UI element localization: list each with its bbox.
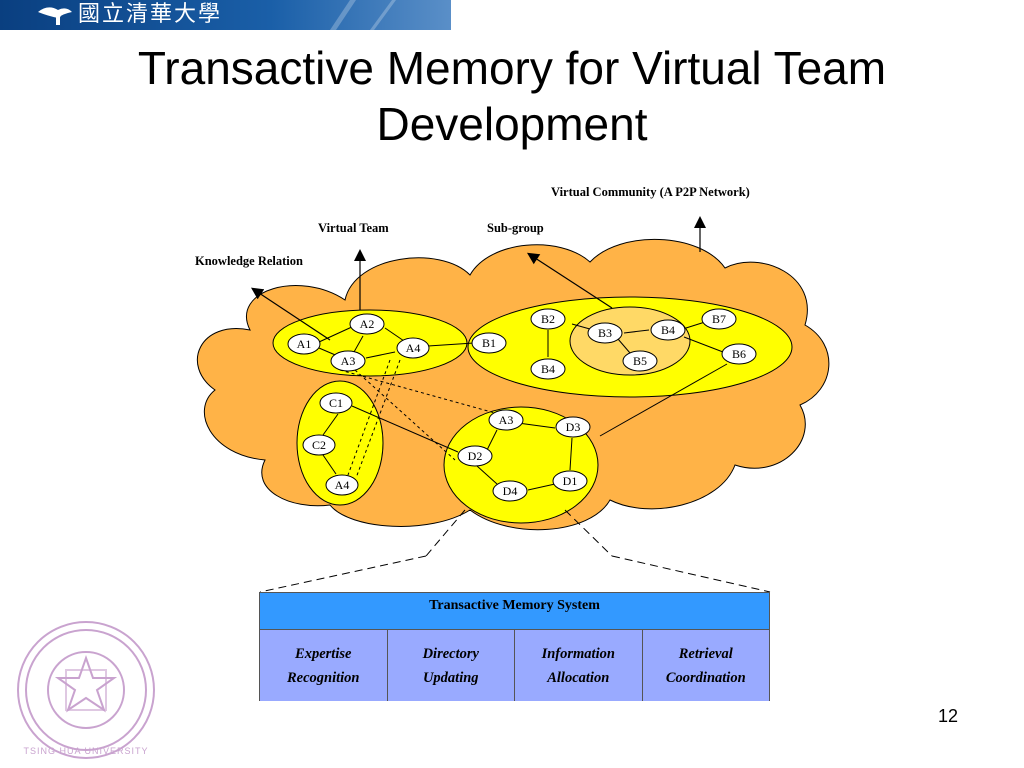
university-seal-icon: TSING HUA UNIVERSITY (17, 621, 155, 759)
sub-group-arrow (526, 252, 613, 309)
slide-title: Transactive Memory for Virtual Team Deve… (137, 42, 887, 150)
node-b1: B1 (471, 332, 507, 354)
svg-text:C1: C1 (329, 396, 343, 410)
svg-text:B7: B7 (712, 312, 726, 326)
node-a3: A3 (330, 350, 366, 372)
node-a4-c: A4 (325, 474, 359, 496)
tms-title: Transactive Memory System (260, 593, 769, 630)
group-c-ellipse (296, 380, 384, 506)
svg-text:B5: B5 (633, 354, 647, 368)
page-number: 12 (938, 706, 959, 726)
header-band: 國立清華大學 (0, 0, 451, 30)
node-c2: C2 (302, 434, 336, 456)
svg-text:A4: A4 (335, 478, 350, 492)
header-band-background (0, 0, 451, 30)
university-emblem-icon (38, 7, 72, 25)
svg-text:D4: D4 (503, 484, 518, 498)
node-d2: D2 (457, 445, 493, 467)
svg-text:C2: C2 (312, 438, 326, 452)
university-name: 國立清華大學 (78, 2, 223, 27)
node-b5: B5 (622, 350, 658, 372)
svg-text:B6: B6 (732, 347, 746, 361)
group-d-ellipse (443, 406, 599, 524)
node-d4: D4 (492, 480, 528, 502)
svg-text:D3: D3 (566, 420, 581, 434)
sub-group-label: Sub-group (487, 221, 544, 235)
node-b6: B6 (721, 343, 757, 365)
svg-text:A3: A3 (341, 354, 356, 368)
knowledge-relation-arrow (250, 287, 331, 341)
node-d3: D3 (555, 416, 591, 438)
nodes: A1 A2 A3 A4 B1 B2 B3 B4 B4 B5 B6 B7 C1 C… (287, 308, 757, 502)
svg-text:A3: A3 (499, 413, 514, 427)
knowledge-relation-label: Knowledge Relation (195, 254, 303, 268)
svg-text:D2: D2 (468, 449, 483, 463)
virtual-community-label: Virtual Community (A P2P Network) (551, 185, 750, 199)
callout-arrows (250, 216, 706, 341)
virtual-team-label: Virtual Team (318, 221, 389, 235)
dashed-relations (339, 359, 496, 479)
node-b4: B4 (650, 319, 686, 341)
svg-text:B3: B3 (598, 326, 612, 340)
seal-text: TSING HUA UNIVERSITY (23, 746, 148, 756)
node-a2: A2 (349, 313, 385, 335)
knowledge-edges (318, 321, 728, 491)
svg-text:A1: A1 (297, 337, 312, 351)
node-a3-d: A3 (488, 409, 524, 431)
node-b3: B3 (587, 322, 623, 344)
tms-callout-lines (259, 509, 771, 593)
node-b7: B7 (701, 308, 737, 330)
node-b2: B2 (530, 308, 566, 330)
svg-text:A2: A2 (360, 317, 375, 331)
node-c1: C1 (319, 392, 353, 414)
node-b4-lower: B4 (530, 358, 566, 380)
svg-text:B4: B4 (541, 362, 555, 376)
svg-text:A4: A4 (406, 341, 421, 355)
svg-text:B1: B1 (482, 336, 496, 350)
node-d1: D1 (552, 470, 588, 492)
svg-text:B4: B4 (661, 323, 675, 337)
node-a4: A4 (396, 337, 430, 359)
svg-text:D1: D1 (563, 474, 578, 488)
node-a1: A1 (287, 333, 321, 355)
svg-text:B2: B2 (541, 312, 555, 326)
